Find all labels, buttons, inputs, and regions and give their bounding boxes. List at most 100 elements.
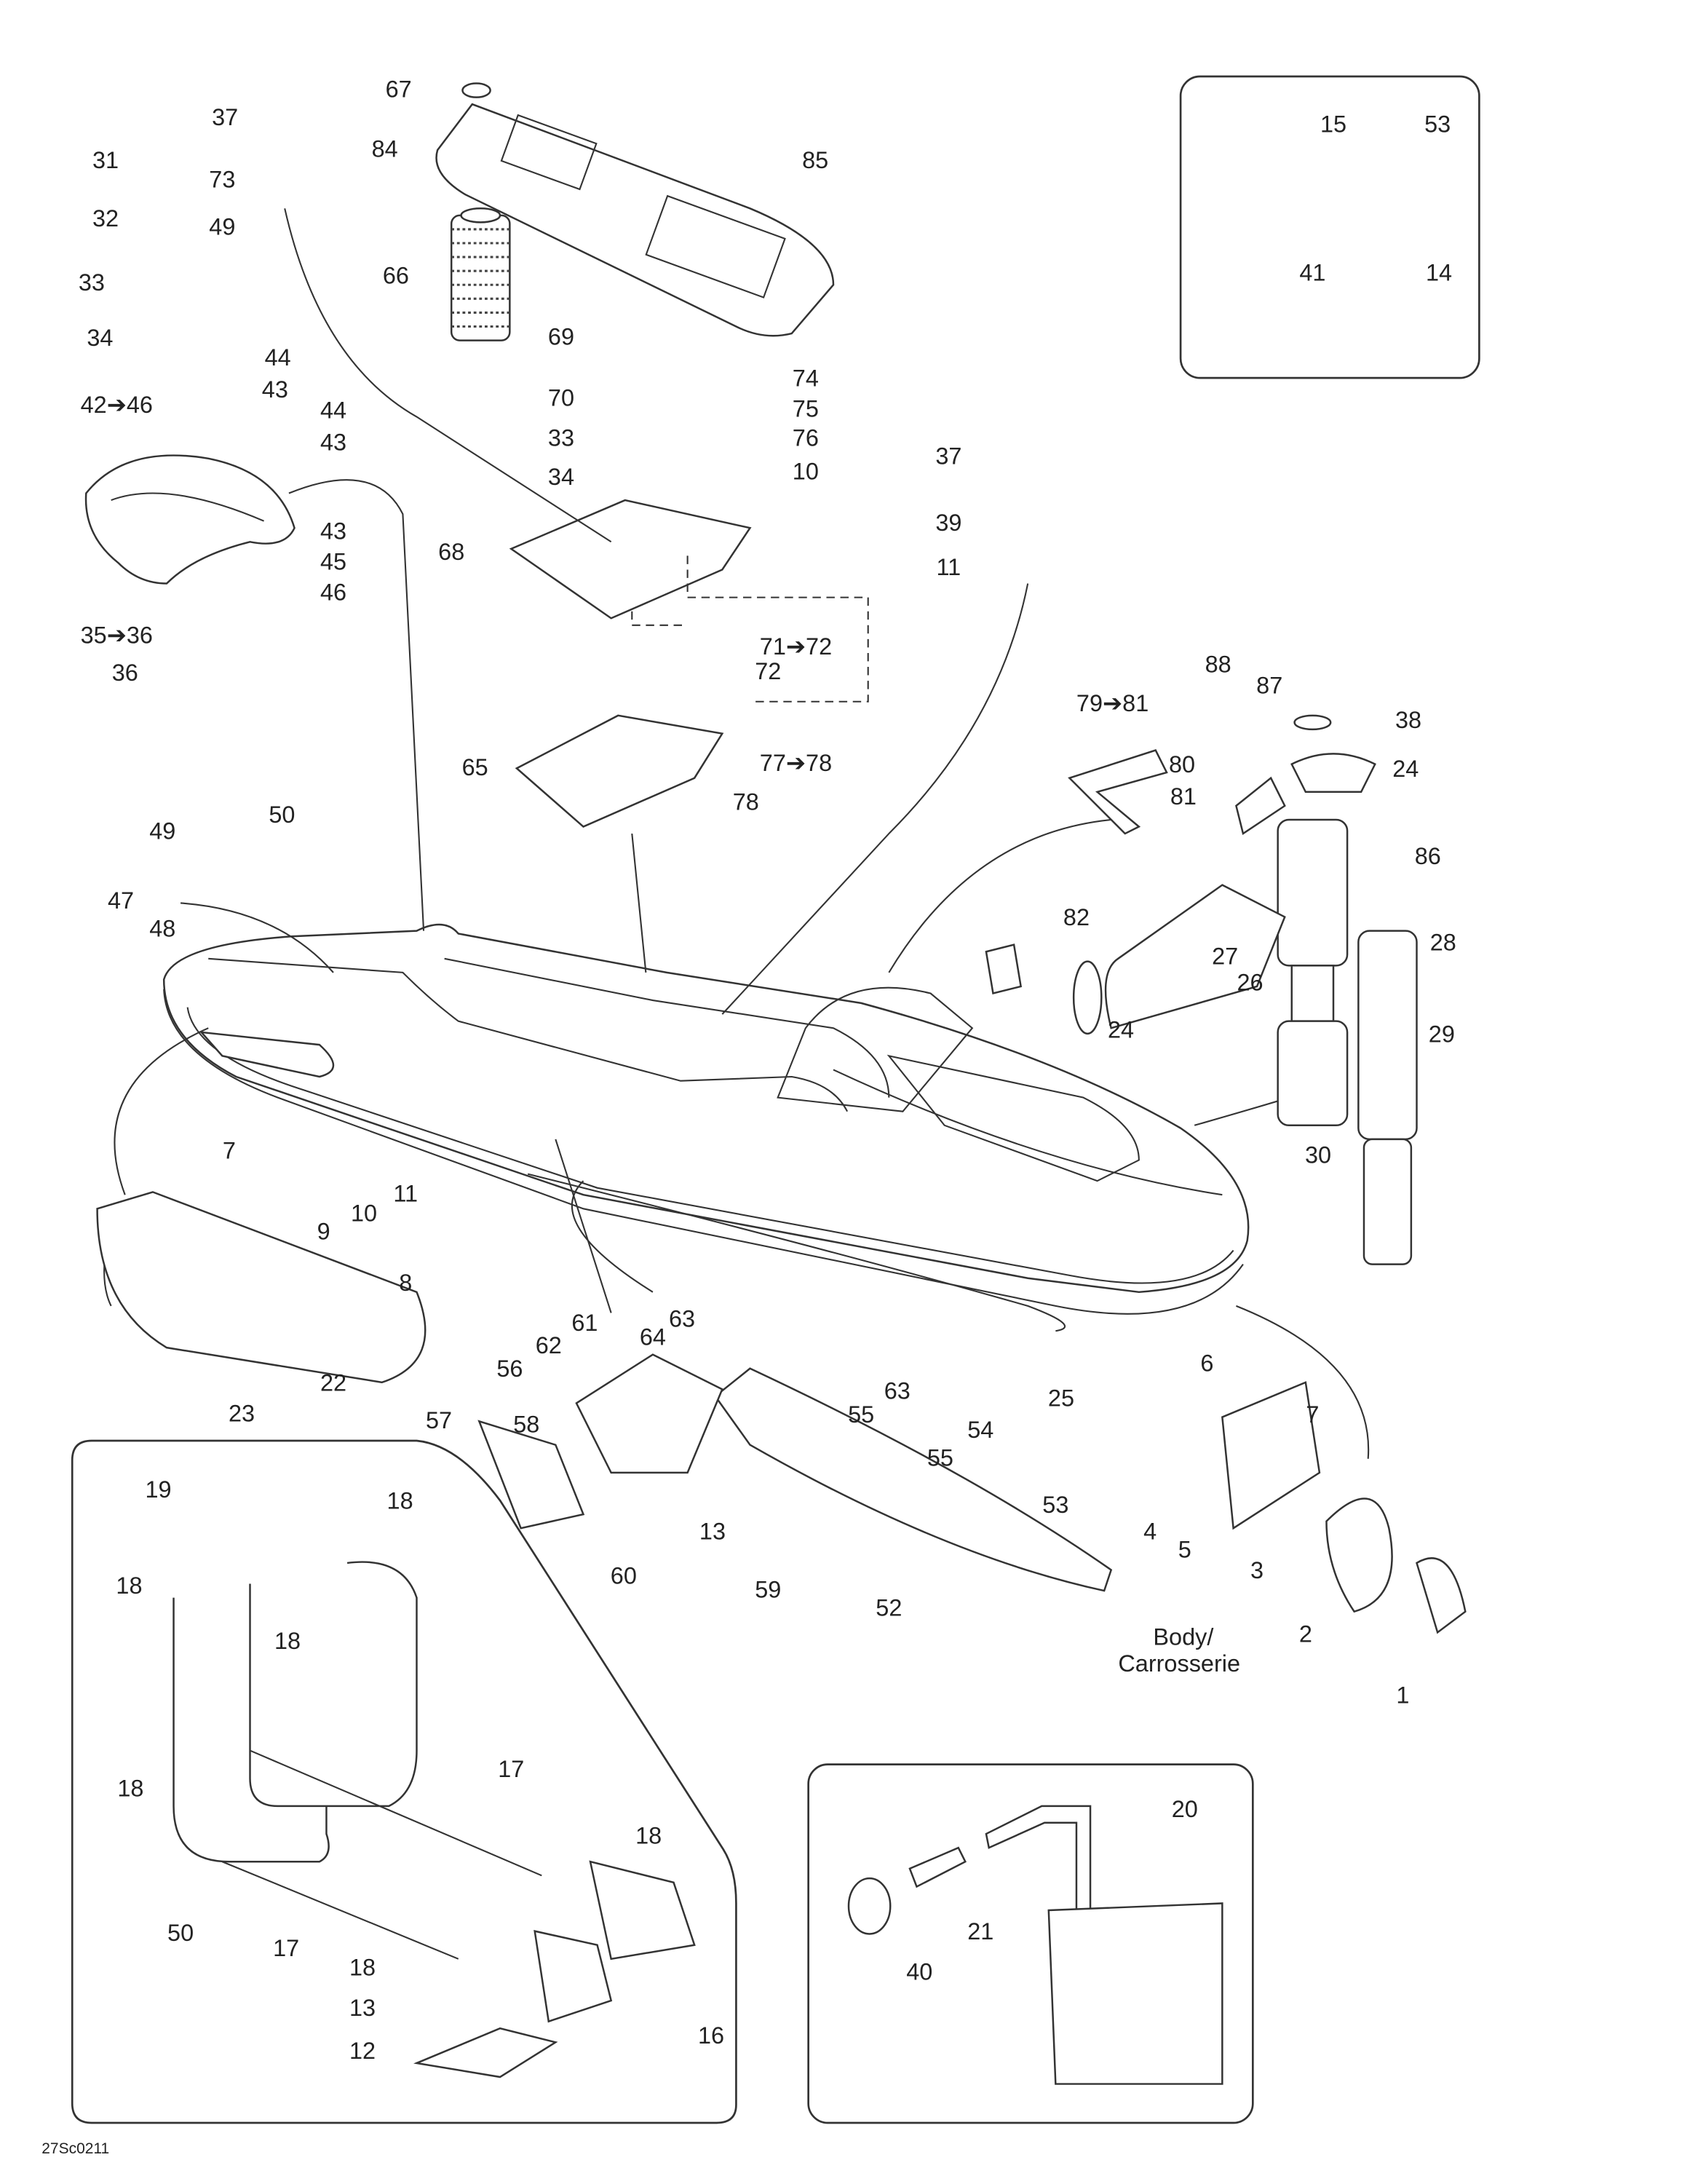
callout-label: 38 xyxy=(1395,707,1421,733)
callout-label: 37 xyxy=(935,443,961,469)
callout-label: 15 xyxy=(1320,111,1346,137)
callout-label: 54 xyxy=(967,1417,993,1443)
callout-label: 50 xyxy=(269,802,295,828)
callout-label: 66 xyxy=(383,262,409,288)
callout-label: 33 xyxy=(548,425,574,451)
callout-label: 4 xyxy=(1143,1518,1157,1544)
callout-label: Body/ xyxy=(1153,1624,1214,1650)
callout-label: 67 xyxy=(386,76,412,103)
side-cover-part xyxy=(714,1367,1113,1592)
callout-label: 18 xyxy=(635,1822,662,1848)
callout-label: 10 xyxy=(793,458,819,484)
callout-label: 80 xyxy=(1169,751,1195,778)
callout-label: 12 xyxy=(349,2038,376,2064)
callout-label: 37 xyxy=(212,104,238,130)
callout-label: 69 xyxy=(548,323,574,349)
callout-label: 63 xyxy=(884,1378,911,1404)
callout-label: 34 xyxy=(548,464,574,490)
callout-label: 36 xyxy=(112,660,138,686)
callout-label: 85 xyxy=(802,147,828,173)
cover-plate-part xyxy=(435,103,835,337)
callout-label: 35➔36 xyxy=(81,622,153,649)
callout-label: 17 xyxy=(498,1756,524,1782)
callout-label: 42➔46 xyxy=(81,392,153,418)
callout-label: 84 xyxy=(372,136,398,162)
handle-part xyxy=(1068,749,1168,835)
callout-label: 43 xyxy=(262,376,288,403)
callout-label: 75 xyxy=(793,396,819,422)
callout-label: 62 xyxy=(536,1332,562,1358)
callout-label: 1 xyxy=(1396,1682,1409,1709)
callout-label: 72 xyxy=(755,658,781,684)
callout-label: 63 xyxy=(669,1306,695,1332)
battery-part xyxy=(1047,1902,1223,2085)
callout-label: 76 xyxy=(793,425,819,451)
callout-label: 53 xyxy=(1424,111,1451,137)
inset-box-battery-vent xyxy=(807,1763,1254,2124)
callout-label: 24 xyxy=(1392,756,1419,782)
callout-label: 5 xyxy=(1178,1536,1191,1562)
callout-label: 22 xyxy=(320,1369,346,1396)
callout-label: 13 xyxy=(349,1995,376,2021)
callout-label: 40 xyxy=(906,1958,932,1985)
seat-part xyxy=(84,454,295,585)
callout-label: 64 xyxy=(640,1324,666,1350)
fitting-part xyxy=(908,1846,967,1888)
callout-label: 65 xyxy=(462,754,488,780)
callout-label: 18 xyxy=(117,1776,143,1802)
callout-label: 73 xyxy=(209,167,235,193)
callout-label: 53 xyxy=(1042,1492,1068,1518)
callout-label: 19 xyxy=(146,1476,172,1503)
callout-label: 55 xyxy=(927,1444,953,1471)
callout-label: 20 xyxy=(1172,1796,1198,1822)
callout-label: 71➔72 xyxy=(760,633,832,660)
inset-box-fasteners xyxy=(1179,75,1480,379)
callout-label: 49 xyxy=(149,818,175,844)
callout-label: 88 xyxy=(1205,652,1231,678)
callout-label: 2 xyxy=(1299,1621,1312,1647)
callout-label: 18 xyxy=(116,1572,142,1599)
callout-label: 18 xyxy=(349,1955,376,1981)
callout-label: 41 xyxy=(1299,260,1325,286)
callout-label: 70 xyxy=(548,384,574,411)
callout-label: 74 xyxy=(793,365,819,392)
callout-label: Carrosserie xyxy=(1118,1650,1240,1677)
callout-label: 68 xyxy=(438,539,464,565)
mounting-plate-part xyxy=(509,499,752,620)
callout-label: 25 xyxy=(1048,1385,1074,1411)
callout-label: 24 xyxy=(1108,1017,1134,1043)
callout-label: 10 xyxy=(351,1200,377,1226)
callout-label: 77➔78 xyxy=(760,750,832,776)
callout-label: 18 xyxy=(274,1628,301,1654)
inset-box-bumper-kit xyxy=(71,1439,737,2124)
callout-label: 57 xyxy=(426,1407,452,1433)
callout-label: 8 xyxy=(399,1270,412,1296)
fairing-part xyxy=(96,1191,427,1384)
callout-label: 43 xyxy=(320,429,346,455)
callout-label: 14 xyxy=(1426,260,1452,286)
callout-label: 61 xyxy=(571,1310,598,1336)
hull-body xyxy=(162,923,1250,1332)
callout-label: 29 xyxy=(1429,1021,1455,1047)
callout-label: 6 xyxy=(1200,1350,1213,1377)
callout-label: 28 xyxy=(1430,929,1456,955)
callout-label: 7 xyxy=(1306,1401,1319,1428)
callout-label: 3 xyxy=(1250,1557,1264,1583)
callout-label: 48 xyxy=(149,915,175,941)
callout-label: 44 xyxy=(265,344,291,371)
callout-label: 11 xyxy=(937,554,961,580)
callout-label: 17 xyxy=(273,1935,299,1961)
ring-part xyxy=(461,82,491,98)
callout-label: 30 xyxy=(1305,1142,1331,1168)
callout-label: 16 xyxy=(698,2022,724,2049)
support-plate-part xyxy=(515,714,724,828)
callout-label: 78 xyxy=(733,789,759,815)
bellows-26-28 xyxy=(1072,818,1418,1265)
callout-label: 32 xyxy=(92,205,119,232)
callout-label: 86 xyxy=(1415,843,1441,869)
bumper-block-part xyxy=(589,1860,696,1961)
callout-label: 18 xyxy=(387,1488,413,1514)
callout-label: 55 xyxy=(848,1401,874,1428)
callout-label: 27 xyxy=(1212,943,1238,969)
